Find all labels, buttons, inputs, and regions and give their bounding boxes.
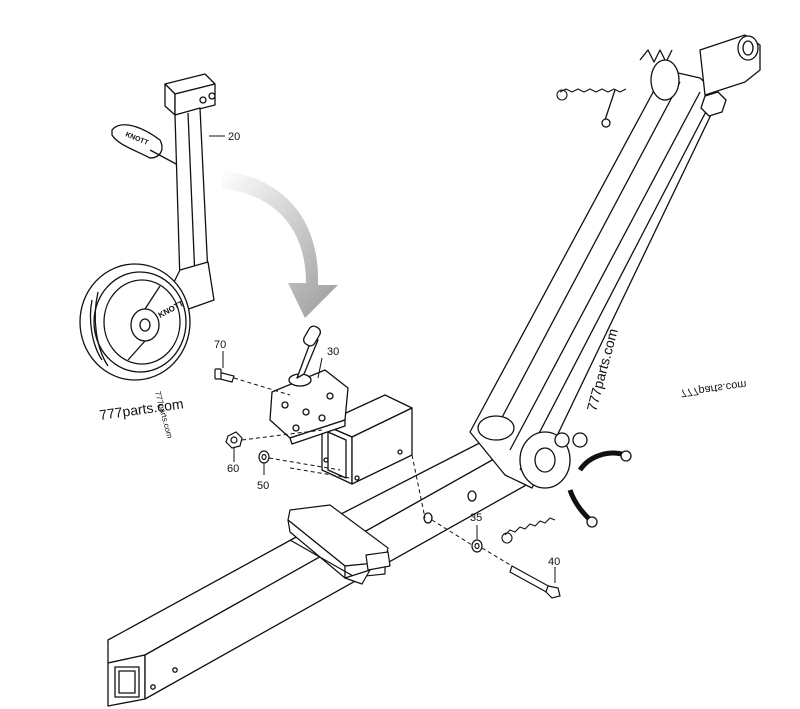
assembly-lines bbox=[233, 377, 513, 567]
callout-60: 60 bbox=[227, 463, 239, 475]
bolt-70 bbox=[214, 368, 235, 383]
nut-60 bbox=[225, 431, 243, 449]
watermark-left: 777parts.com bbox=[98, 395, 184, 423]
callout-70: 70 bbox=[214, 339, 226, 351]
drawbar-tube bbox=[107, 429, 529, 707]
callout-leaders bbox=[209, 135, 556, 583]
callout-20: 20 bbox=[228, 131, 240, 143]
bolt-40 bbox=[509, 565, 561, 599]
washer-35 bbox=[471, 539, 483, 553]
assembly-arrow bbox=[222, 170, 338, 318]
callout-50: 50 bbox=[257, 480, 269, 492]
jockey-wheel bbox=[79, 73, 216, 381]
callout-30: 30 bbox=[327, 346, 339, 358]
tow-arm bbox=[469, 34, 761, 528]
callout-40: 40 bbox=[548, 556, 560, 568]
safety-chain bbox=[501, 88, 627, 544]
callout-35: 35 bbox=[470, 512, 482, 524]
watermark-right-mirrored: 777parts.com bbox=[680, 378, 748, 399]
washer-50 bbox=[258, 450, 270, 464]
jack-clamp bbox=[269, 325, 349, 445]
cross-brace bbox=[287, 504, 391, 585]
